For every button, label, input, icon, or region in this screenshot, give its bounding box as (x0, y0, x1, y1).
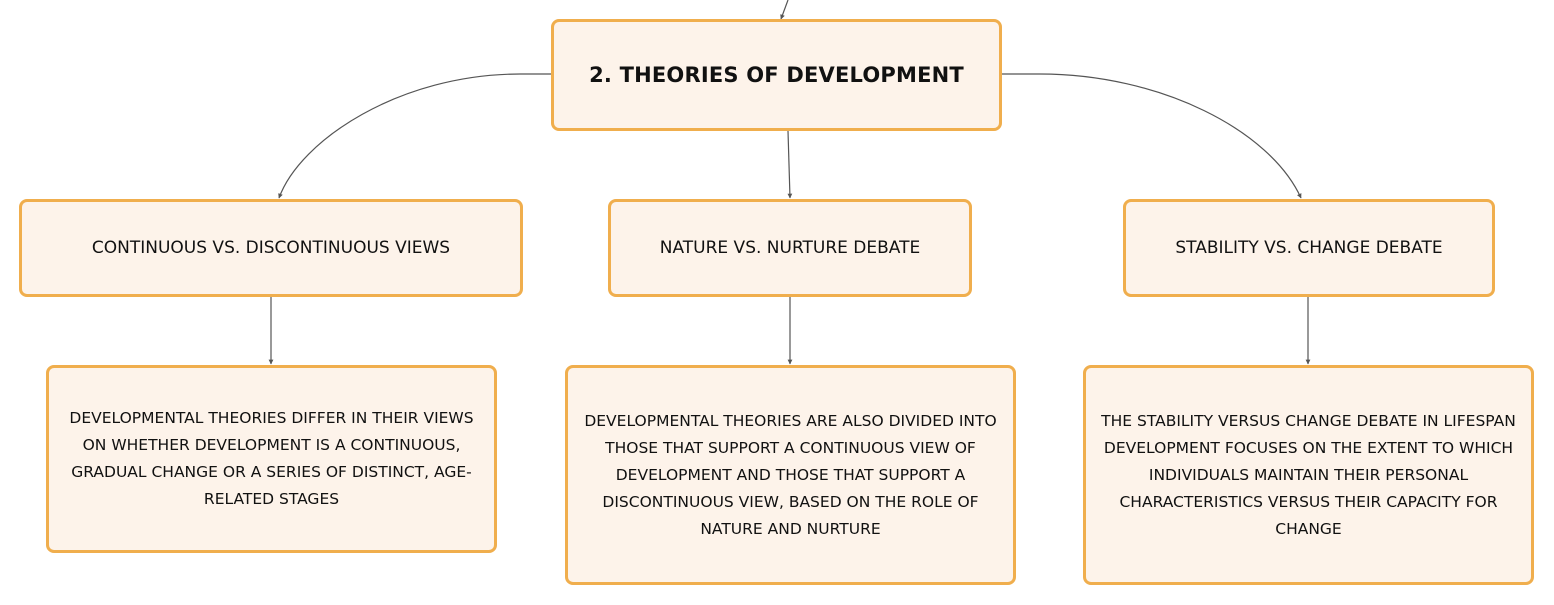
root-node-label: 2. THEORIES OF DEVELOPMENT (589, 63, 964, 87)
branch-node-label: STABILITY VS. CHANGE DEBATE (1175, 238, 1443, 258)
branch-node-nature[interactable]: NATURE VS. NURTURE DEBATE (608, 199, 972, 297)
detail-node-stability[interactable]: THE STABILITY VERSUS CHANGE DEBATE IN LI… (1083, 365, 1534, 585)
connector-root-to-stability (1002, 73, 1302, 199)
connector-root-to-continuous (278, 73, 551, 199)
branch-node-label: CONTINUOUS VS. DISCONTINUOUS VIEWS (91, 238, 451, 258)
detail-node-text: DEVELOPMENTAL THEORIES DIFFER IN THEIR V… (69, 409, 474, 508)
branch-node-continuous[interactable]: CONTINUOUS VS. DISCONTINUOUS VIEWS (19, 199, 523, 297)
detail-node-text: DEVELOPMENTAL THEORIES ARE ALSO DIVIDED … (584, 411, 997, 538)
detail-node-text: THE STABILITY VERSUS CHANGE DEBATE IN LI… (1101, 411, 1516, 538)
detail-node-continuous[interactable]: DEVELOPMENTAL THEORIES DIFFER IN THEIR V… (46, 365, 497, 553)
branch-node-label: NATURE VS. NURTURE DEBATE (659, 238, 921, 258)
connector-parent-to-root (780, 0, 789, 20)
detail-node-nature[interactable]: DEVELOPMENTAL THEORIES ARE ALSO DIVIDED … (565, 365, 1016, 585)
branch-node-stability[interactable]: STABILITY VS. CHANGE DEBATE (1123, 199, 1495, 297)
connector-root-to-nature (787, 130, 793, 199)
root-node[interactable]: 2. THEORIES OF DEVELOPMENT (551, 19, 1002, 131)
